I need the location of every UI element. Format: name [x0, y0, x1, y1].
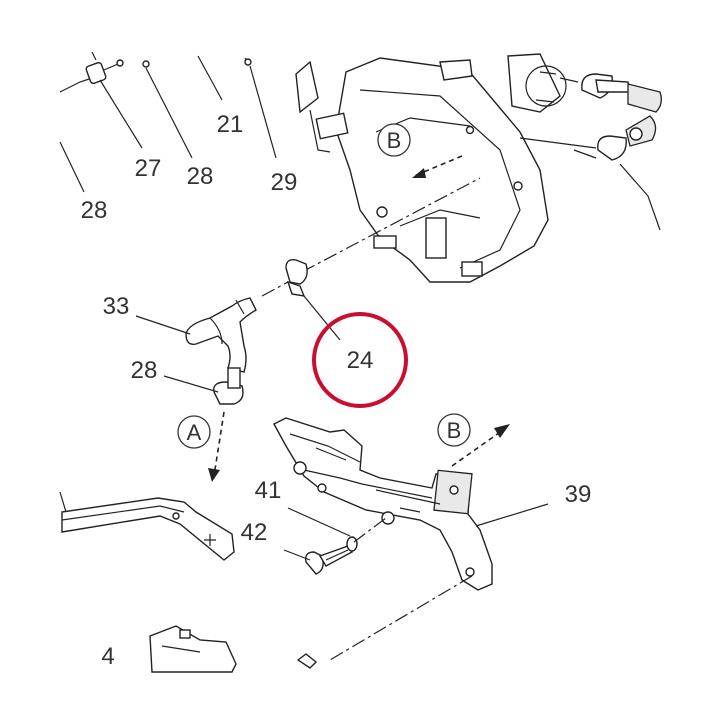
arrow-b-mid — [451, 424, 510, 467]
label-41: 41 — [255, 477, 282, 504]
bottom-plate — [149, 625, 318, 673]
label-42: 42 — [241, 519, 268, 546]
label-28-lower: 28 — [131, 357, 158, 384]
assembly-axis-hose — [261, 281, 289, 297]
arrow-a-left — [208, 411, 225, 482]
label-33: 33 — [103, 293, 130, 320]
screw-42 — [304, 545, 354, 575]
right-clips — [519, 73, 662, 231]
label-21: 21 — [217, 111, 244, 138]
callout-b-mid: B — [437, 413, 471, 447]
screw-axis — [353, 517, 387, 543]
assembly-axis-lower — [329, 575, 473, 661]
hose-33 — [185, 297, 257, 373]
callout-a-label: A — [187, 420, 202, 445]
label-24: 24 — [347, 347, 374, 374]
assembly-axis-upper — [301, 177, 481, 273]
label-29: 29 — [271, 169, 298, 196]
bracket-39 — [273, 417, 493, 591]
gearbox-housing — [295, 53, 567, 283]
lever-arm — [59, 491, 235, 561]
label-27: 27 — [135, 155, 162, 182]
label-39: 39 — [565, 481, 592, 508]
highlight-ring-24 — [312, 312, 408, 408]
label-28-top-right: 28 — [187, 163, 214, 190]
callout-b-mid-label: B — [447, 418, 462, 443]
clip-24 — [285, 258, 341, 341]
leader-42 — [283, 549, 311, 561]
leader-41 — [287, 507, 351, 537]
arrow-b-top — [412, 155, 463, 178]
leader-lines-top — [59, 55, 277, 193]
clip-28-lower — [213, 367, 244, 405]
label-28-top-left: 28 — [81, 197, 108, 224]
callout-b-top: B — [377, 123, 411, 157]
leader-33 — [135, 315, 191, 335]
top-left-fitting — [59, 51, 252, 93]
washer-41 — [346, 536, 358, 552]
leader-28-lower — [163, 375, 219, 393]
callout-a-left: A — [177, 415, 211, 449]
label-4: 4 — [101, 643, 114, 670]
leader-39 — [475, 503, 549, 527]
callout-b-top-label: B — [387, 128, 402, 153]
